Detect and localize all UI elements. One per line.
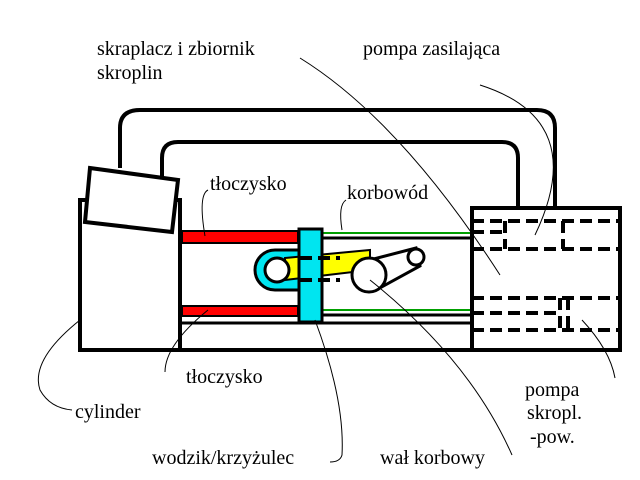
label-piston-rod-bottom: tłoczysko: [186, 366, 263, 388]
label-condenser-2: skroplin: [97, 62, 163, 84]
label-cylinder: cylinder: [75, 401, 141, 423]
outer-pipe: [118, 108, 557, 208]
crank-pin: [406, 247, 426, 267]
crankshaft-disc: [350, 256, 388, 294]
condenser-tank: [82, 165, 181, 235]
crosshead: [297, 227, 324, 324]
crosshead-pin: [263, 256, 291, 284]
label-piston-rod-top: tłoczysko: [210, 173, 287, 195]
label-connecting-rod: korbowód: [347, 182, 428, 204]
label-feed-pump: pompa zasilająca: [363, 38, 500, 60]
inner-pipe: [160, 140, 520, 208]
label-crankshaft: wał korbowy: [380, 447, 485, 469]
label-condensate-pump-3: -pow.: [530, 426, 575, 448]
label-condensate-pump-2: skropl.: [527, 402, 582, 424]
piston-rod-top: [181, 230, 299, 244]
piston-rod-bottom: [181, 305, 299, 317]
label-condenser: skraplacz i zbiornik: [97, 38, 255, 60]
label-crosshead: wodzik/krzyżulec: [152, 447, 294, 469]
label-condensate-pump: pompa: [525, 379, 580, 401]
